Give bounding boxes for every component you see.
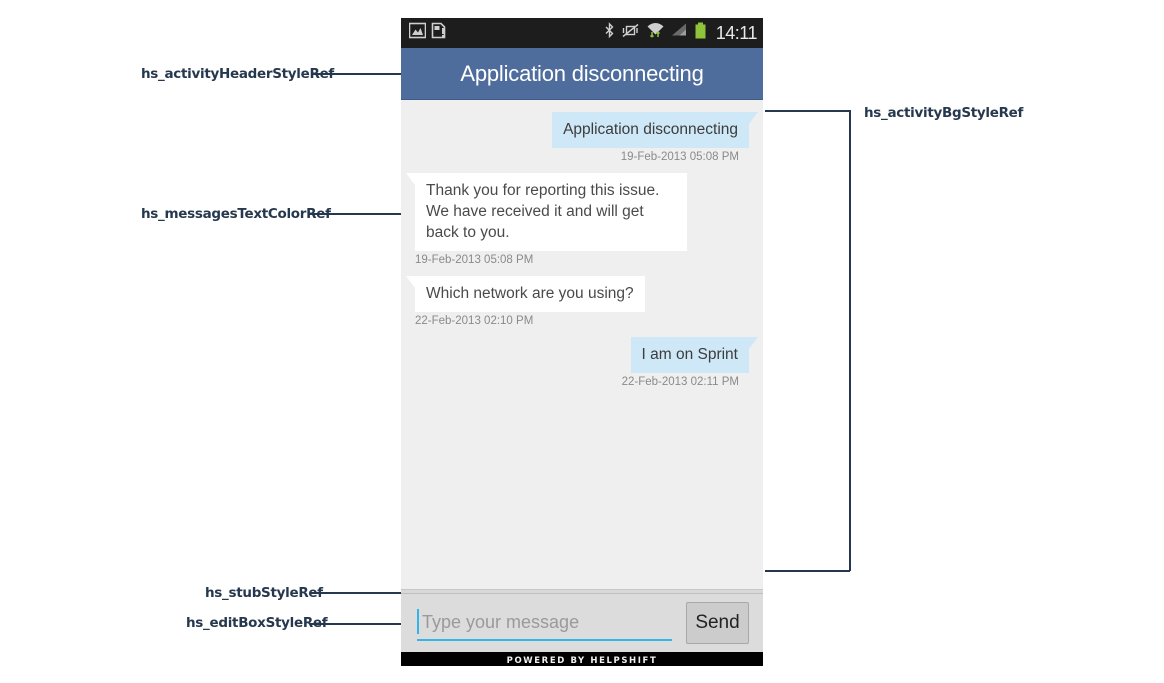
composer-bar: Type your message Send (401, 594, 763, 652)
annotation-edit-box-style-ref: hs_editBoxStyleRef (186, 615, 328, 631)
status-bar-right-icons: 14:11 (604, 22, 758, 45)
message-row: I am on Sprint 22-Feb-2013 02:11 PM (415, 337, 758, 388)
message-row: Thank you for reporting this issue. We h… (406, 173, 749, 266)
powered-by-label: POWERED BY HELPSHIFT (506, 655, 658, 666)
message-bubble-outgoing: I am on Sprint (630, 337, 758, 373)
wifi-data-icon (646, 22, 665, 44)
leader-line-messages-text-color (309, 213, 401, 215)
message-timestamp: 19-Feb-2013 05:08 PM (620, 151, 739, 163)
leader-line-edit-box (311, 623, 401, 625)
message-row: Application disconnecting 19-Feb-2013 05… (415, 112, 758, 163)
message-input[interactable]: Type your message (417, 605, 672, 641)
status-bar: 14:11 (401, 18, 763, 48)
message-timestamp: 19-Feb-2013 05:08 PM (415, 254, 534, 266)
leader-line-activity-bg-top (765, 110, 850, 112)
text-caret (417, 609, 419, 634)
message-timestamp: 22-Feb-2013 02:10 PM (415, 315, 534, 327)
image-icon (408, 22, 427, 44)
bluetooth-icon (604, 22, 615, 44)
message-row: Which network are you using? 22-Feb-2013… (406, 276, 749, 327)
message-bubble-incoming: Thank you for reporting this issue. We h… (406, 173, 687, 251)
cell-signal-icon (671, 22, 688, 44)
annotation-stub-style-ref: hs_stubStyleRef (205, 585, 323, 601)
annotation-activity-header-style-ref: hs_activityHeaderStyleRef (141, 66, 334, 82)
annotation-messages-text-color-ref: hs_messagesTextColorRef (141, 206, 331, 222)
leader-line-activity-bg-bottom (765, 570, 850, 572)
powered-by-footer: POWERED BY HELPSHIFT (401, 652, 763, 666)
conversation-list[interactable]: Application disconnecting 19-Feb-2013 05… (401, 100, 763, 589)
send-button[interactable]: Send (686, 602, 749, 644)
message-input-placeholder: Type your message (422, 612, 580, 632)
page-title: Application disconnecting (460, 60, 704, 86)
activity-header: Application disconnecting (401, 48, 763, 100)
battery-full-icon (694, 22, 707, 45)
phone-screen: 14:11 Application disconnecting Applicat… (401, 18, 763, 666)
leader-line-stub (311, 592, 401, 594)
vibrate-off-icon (621, 22, 640, 44)
sim-card-alert-icon (431, 22, 448, 44)
status-bar-left-icons (408, 22, 448, 44)
leader-line-activity-header (313, 73, 401, 75)
message-bubble-incoming: Which network are you using? (406, 276, 645, 312)
leader-line-activity-bg-vertical (849, 110, 851, 571)
status-bar-clock: 14:11 (715, 22, 758, 43)
stub-divider (401, 589, 763, 594)
message-bubble-outgoing: Application disconnecting (552, 112, 758, 148)
message-timestamp: 22-Feb-2013 02:11 PM (621, 376, 739, 388)
annotation-activity-bg-style-ref: hs_activityBgStyleRef (864, 105, 1024, 121)
